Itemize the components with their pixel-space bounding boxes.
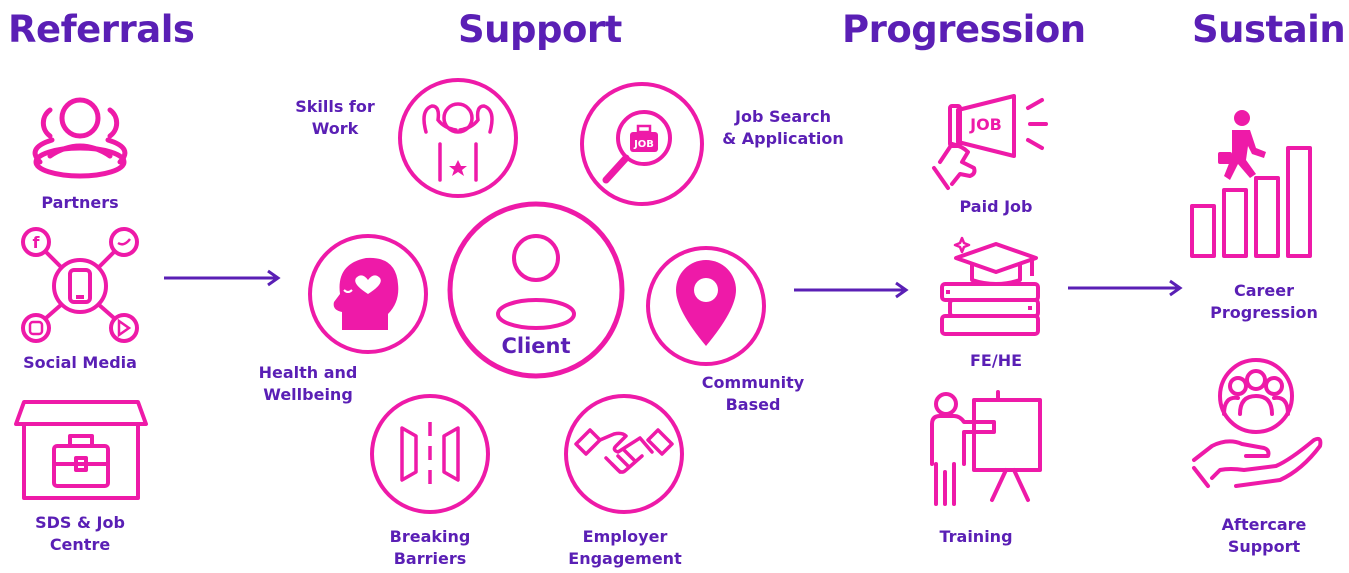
- client-circle: [447, 201, 625, 379]
- job-centre-icon: [14, 400, 148, 500]
- sds-label-line1: SDS & Job: [35, 513, 125, 532]
- employer-engagement-icon: [564, 394, 684, 514]
- employer-label-line2: Engagement: [568, 549, 682, 568]
- breaking-barriers-icon: [370, 394, 490, 514]
- aftercare-label: Aftercare Support: [1194, 514, 1334, 558]
- job-search-icon: JOB: [580, 82, 704, 206]
- skills-label-line2: Work: [311, 119, 359, 138]
- training-label: Training: [939, 527, 1013, 546]
- paid-job-megaphone-icon: JOB: [932, 94, 1048, 190]
- arrow-support-to-progression: [794, 281, 909, 299]
- partners-icon: [32, 97, 128, 179]
- community-based-label: Community Based: [688, 372, 818, 416]
- barriers-label-line1: Breaking: [389, 527, 471, 546]
- career-label-line2: Progression: [1210, 303, 1318, 322]
- fe-he-books-icon: [940, 236, 1040, 336]
- employer-engagement-label: Employer Engagement: [560, 526, 690, 570]
- community-based-icon: [646, 246, 766, 366]
- client-label: Client: [501, 334, 571, 358]
- paid-job-label: Paid Job: [959, 197, 1033, 216]
- health-wellbeing-icon: [308, 234, 428, 354]
- social-media-icon: f: [21, 227, 139, 343]
- career-progression-icon: [1190, 110, 1312, 258]
- sds-label: SDS & Job Centre: [10, 512, 150, 556]
- header-sustain: Sustain: [1192, 8, 1346, 51]
- skills-for-work-label: Skills for Work: [280, 96, 390, 140]
- barriers-label-line2: Barriers: [393, 549, 467, 568]
- job-search-label: Job Search & Application: [708, 106, 858, 150]
- skills-for-work-icon: [398, 78, 518, 198]
- social-media-label: Social Media: [23, 353, 137, 372]
- health-wellbeing-label: Health and Wellbeing: [238, 362, 378, 406]
- header-progression: Progression: [842, 8, 1086, 51]
- health-label-line1: Health and: [258, 363, 358, 382]
- career-progression-label: Career Progression: [1194, 280, 1334, 324]
- aftercare-label-line2: Support: [1227, 537, 1301, 556]
- paid-job-icon-text: JOB: [969, 115, 1002, 134]
- arrow-progression-to-sustain: [1068, 279, 1183, 297]
- fe-he-label: FE/HE: [969, 351, 1023, 370]
- header-referrals: Referrals: [8, 8, 195, 51]
- aftercare-hand-icon: [1192, 358, 1323, 488]
- employer-label-line1: Employer: [582, 527, 668, 546]
- job-search-label-line1: Job Search: [735, 107, 831, 126]
- health-label-line2: Wellbeing: [263, 385, 353, 404]
- job-search-label-line2: & Application: [722, 129, 844, 148]
- partners-label: Partners: [41, 193, 119, 212]
- aftercare-label-line1: Aftercare: [1221, 515, 1307, 534]
- arrow-referrals-to-support: [164, 269, 281, 287]
- skills-label-line1: Skills for: [295, 97, 375, 116]
- sds-label-line2: Centre: [49, 535, 111, 554]
- community-label-line1: Community: [701, 373, 805, 392]
- career-label-line1: Career: [1233, 281, 1295, 300]
- job-search-icon-text: JOB: [633, 139, 654, 150]
- community-label-line2: Based: [725, 395, 781, 414]
- header-support: Support: [458, 8, 622, 51]
- svg-text:f: f: [33, 233, 41, 252]
- breaking-barriers-label: Breaking Barriers: [360, 526, 500, 570]
- training-teacher-icon: [930, 390, 1042, 506]
